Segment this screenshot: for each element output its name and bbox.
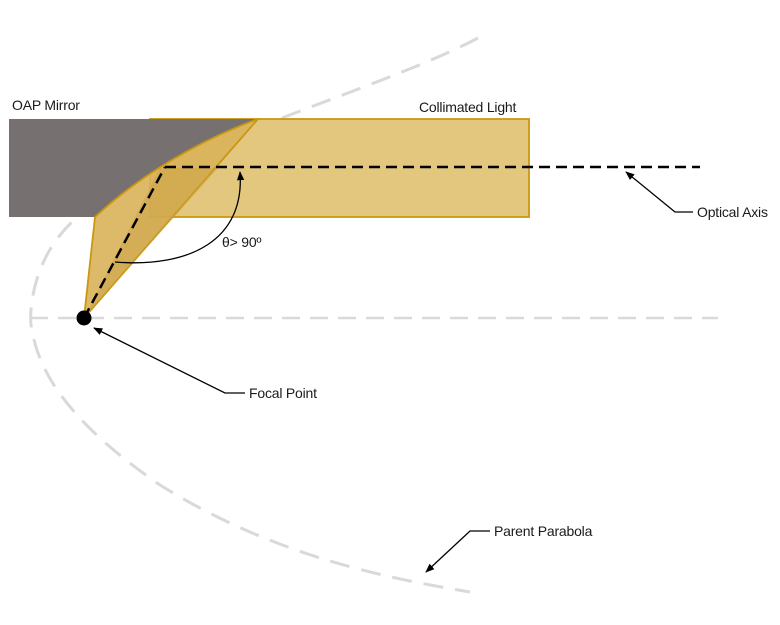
- oap-mirror-label: OAP Mirror: [12, 97, 80, 113]
- angle-label: θ> 90º: [222, 234, 261, 250]
- parent-parabola-leader: [425, 530, 490, 573]
- oap-mirror-body: [9, 119, 258, 217]
- focal-point-leader: [93, 327, 245, 394]
- optical-axis-label: Optical Axis: [697, 204, 768, 220]
- collimated-light-label: Collimated Light: [419, 99, 516, 115]
- chief-ray-line: [82, 166, 167, 319]
- converging-beam-inner: [84, 168, 218, 318]
- parent-parabola-label: Parent Parabola: [494, 523, 593, 539]
- focal-point-dot: [76, 310, 92, 326]
- angle-arc: [114, 171, 245, 264]
- focal-point-label: Focal Point: [249, 385, 317, 401]
- optical-axis-leader: [625, 171, 693, 213]
- converging-beam-outer: [83, 118, 259, 319]
